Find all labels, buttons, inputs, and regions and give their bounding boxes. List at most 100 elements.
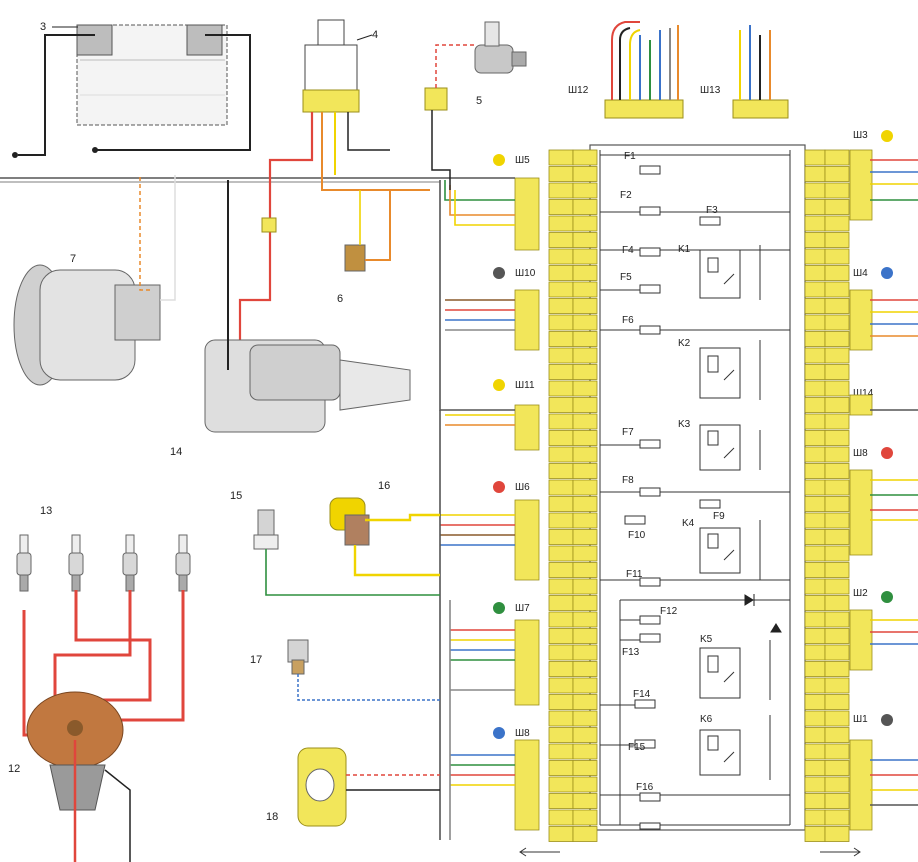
connector-label: Ш10	[515, 268, 536, 279]
sensor-6: 6	[337, 190, 391, 305]
relay-contact	[723, 369, 735, 381]
pin-cell	[548, 529, 574, 545]
pin-cell	[572, 578, 598, 595]
side-connector	[849, 289, 873, 351]
relay-coil	[707, 655, 719, 673]
spark-plug-tip	[71, 574, 81, 592]
pin-cell	[824, 512, 850, 529]
side-connector	[849, 609, 873, 671]
fuse-label: F7	[622, 427, 634, 438]
distributor: 12	[8, 590, 185, 862]
pin-cell	[804, 347, 826, 364]
pin-cell	[572, 182, 598, 199]
pin-cell	[548, 232, 574, 248]
pin-cell	[572, 529, 598, 545]
pin-cell	[804, 611, 826, 628]
color-dot	[493, 154, 505, 166]
pin-cell	[824, 281, 850, 298]
pin-cell	[548, 743, 574, 760]
pin-cell	[804, 727, 826, 743]
battery-terminal-pos	[186, 24, 223, 56]
pin-cell	[572, 364, 598, 380]
pin-cell	[548, 496, 574, 512]
pin-cell	[824, 760, 850, 776]
connector-label: Ш2	[853, 588, 868, 599]
pin-cell	[824, 347, 850, 364]
pin-cell	[824, 793, 850, 809]
connector-labels: Ш5 Ш10 Ш11 Ш6 Ш7 Ш8 Ш3 Ш4 Ш14 Ш8 Ш2 Ш1 Ш…	[515, 85, 874, 739]
pin-cell	[548, 397, 574, 413]
spark-plug-tip	[125, 574, 135, 592]
pin-cell	[572, 512, 598, 529]
color-dot	[493, 602, 505, 614]
pin-cell	[824, 479, 850, 496]
color-dot	[493, 379, 505, 391]
pin-cell	[804, 529, 826, 545]
fuse-label: F13	[622, 647, 640, 658]
pin-cell	[824, 430, 850, 446]
fuse-label: F11	[626, 569, 643, 580]
pin-cell	[824, 446, 850, 463]
pin-cell	[804, 809, 826, 826]
pin-cell	[572, 281, 598, 298]
pin-cell	[572, 446, 598, 463]
pin-cell	[824, 397, 850, 413]
pin-cell	[804, 776, 826, 793]
pin-cell	[572, 644, 598, 661]
pin-cell	[804, 182, 826, 199]
pin-cell	[824, 529, 850, 545]
pin-cell	[804, 463, 826, 479]
component-label: 14	[170, 446, 182, 458]
pin-cell	[548, 430, 574, 446]
sensor-5-connector	[424, 87, 448, 111]
pin-cell	[572, 232, 598, 248]
component-label: 3	[40, 21, 46, 33]
block-outline	[589, 144, 806, 831]
pin-cell	[824, 661, 850, 677]
pin-cell	[572, 166, 598, 182]
pin-cell	[804, 298, 826, 314]
pin-cell	[548, 661, 574, 677]
side-connector-blocks	[514, 149, 873, 831]
spark-plug-tip	[19, 574, 29, 592]
side-connector	[849, 739, 873, 831]
component-label: 6	[337, 293, 343, 305]
connector-label: Ш14	[853, 388, 874, 399]
pin-cell	[572, 710, 598, 727]
pin-cell	[548, 314, 574, 331]
spark-plug-tip	[178, 574, 188, 592]
relay-label: K1	[678, 244, 691, 255]
relay-body	[699, 527, 741, 574]
color-dot	[881, 447, 893, 459]
pin-cell	[572, 314, 598, 331]
relay-label: K3	[678, 419, 691, 430]
pin-cell	[804, 496, 826, 512]
fuse-label: F15	[628, 742, 646, 753]
pin-cell	[804, 199, 826, 215]
component-label: 13	[40, 505, 52, 517]
pin-cell	[804, 248, 826, 265]
sensor-17-body	[287, 639, 309, 663]
sensor-15: 15	[230, 490, 440, 596]
fuse-label: F12	[660, 606, 678, 617]
pin-cell	[824, 182, 850, 199]
component-label: 18	[266, 811, 278, 823]
pin-cell	[804, 562, 826, 578]
side-connector	[514, 619, 540, 706]
side-connector	[514, 177, 540, 251]
pin-cell	[572, 611, 598, 628]
pin-cell	[548, 727, 574, 743]
pin-cell	[548, 166, 574, 182]
pin-cell	[572, 413, 598, 430]
connector-w13	[732, 99, 789, 119]
spark-plug-body	[68, 552, 84, 576]
connector-label: Ш11	[515, 380, 535, 391]
pin-cell	[804, 166, 826, 182]
fuse-label: F5	[620, 272, 632, 283]
pin-cell	[804, 743, 826, 760]
relay-4: 4	[238, 19, 430, 370]
pin-cell	[572, 776, 598, 793]
relay-body	[699, 424, 741, 471]
connector-label: Ш1	[853, 714, 868, 725]
pin-cell	[548, 248, 574, 265]
